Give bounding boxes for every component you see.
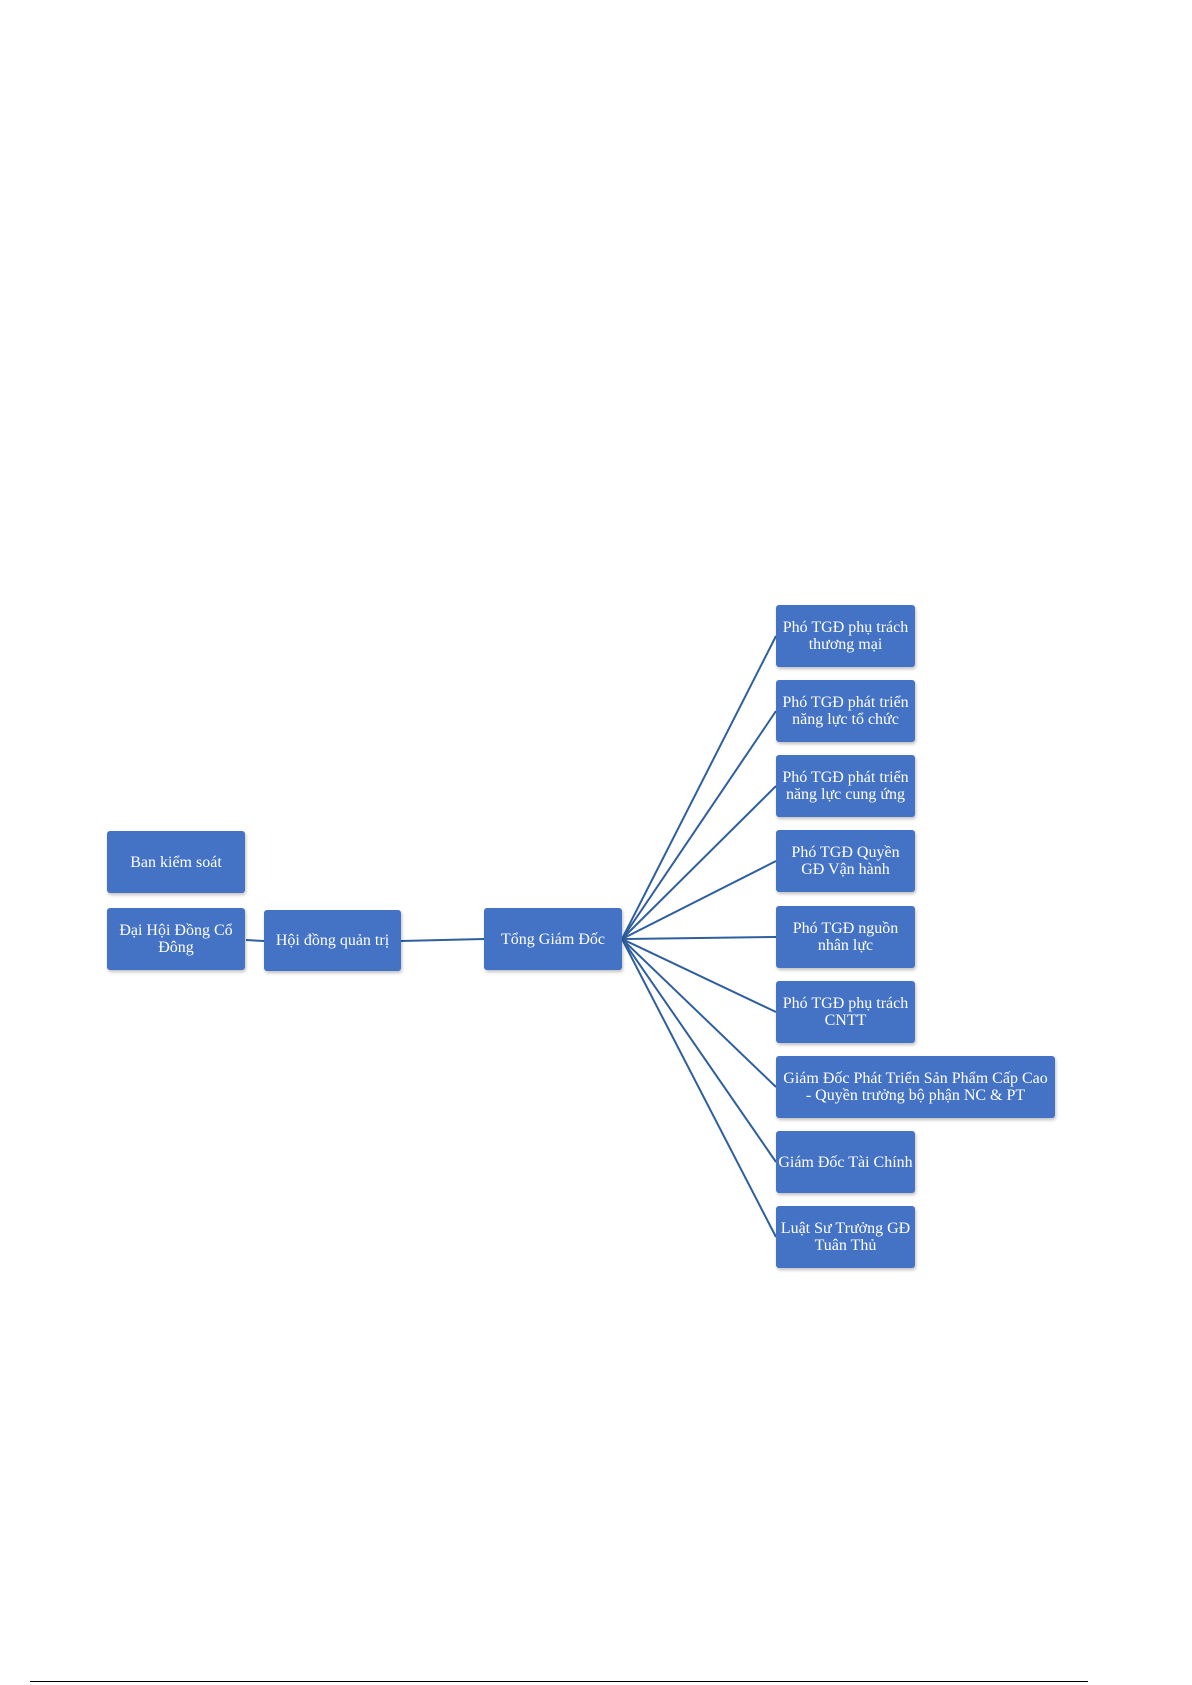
node-report-nang-luc-to-chuc: Phó TGĐ phát triển năng lực tổ chức bbox=[776, 680, 915, 742]
node-report-tuan-thu: Luật Sư Trưởng GĐ Tuân Thủ bbox=[776, 1206, 915, 1268]
node-report-tai-chinh: Giám Đốc Tài Chính bbox=[776, 1131, 915, 1193]
connector-dhdcd-hdqt bbox=[245, 939, 265, 942]
node-report-nang-luc-cung-ung: Phó TGĐ phát triển năng lực cung ứng bbox=[776, 755, 915, 817]
connector-tgd-report-3 bbox=[621, 860, 777, 940]
connector-tgd-report-5 bbox=[621, 938, 777, 1013]
connector-tgd-report-4 bbox=[621, 936, 777, 940]
node-report-thuong-mai: Phó TGĐ phụ trách thương mại bbox=[776, 605, 915, 667]
node-tong-giam-doc: Tổng Giám Đốc bbox=[484, 908, 622, 970]
connector-hdqt-tgd bbox=[400, 938, 485, 942]
connector-tgd-report-8 bbox=[621, 938, 777, 1238]
node-dai-hoi-dong-co-dong: Đại Hội Đồng Cổ Đông bbox=[107, 908, 245, 970]
node-report-nguon-nhan-luc: Phó TGĐ nguồn nhân lực bbox=[776, 906, 915, 968]
page-bottom-rule bbox=[30, 1681, 1088, 1682]
connector-tgd-report-7 bbox=[621, 938, 777, 1163]
connector-tgd-report-2 bbox=[621, 785, 777, 940]
node-report-van-hanh: Phó TGĐ Quyền GĐ Vận hành bbox=[776, 830, 915, 892]
connector-tgd-report-1 bbox=[621, 710, 777, 940]
connector-tgd-report-0 bbox=[621, 635, 777, 940]
node-hoi-dong-quan-tri: Hội đồng quản trị bbox=[264, 910, 401, 971]
node-ban-kiem-soat: Ban kiểm soát bbox=[107, 831, 245, 893]
node-report-phat-trien-san-pham: Giám Đốc Phát Triển Sản Phẩm Cấp Cao - Q… bbox=[776, 1056, 1055, 1118]
connector-tgd-report-6 bbox=[621, 938, 777, 1088]
node-report-cntt: Phó TGĐ phụ trách CNTT bbox=[776, 981, 915, 1043]
